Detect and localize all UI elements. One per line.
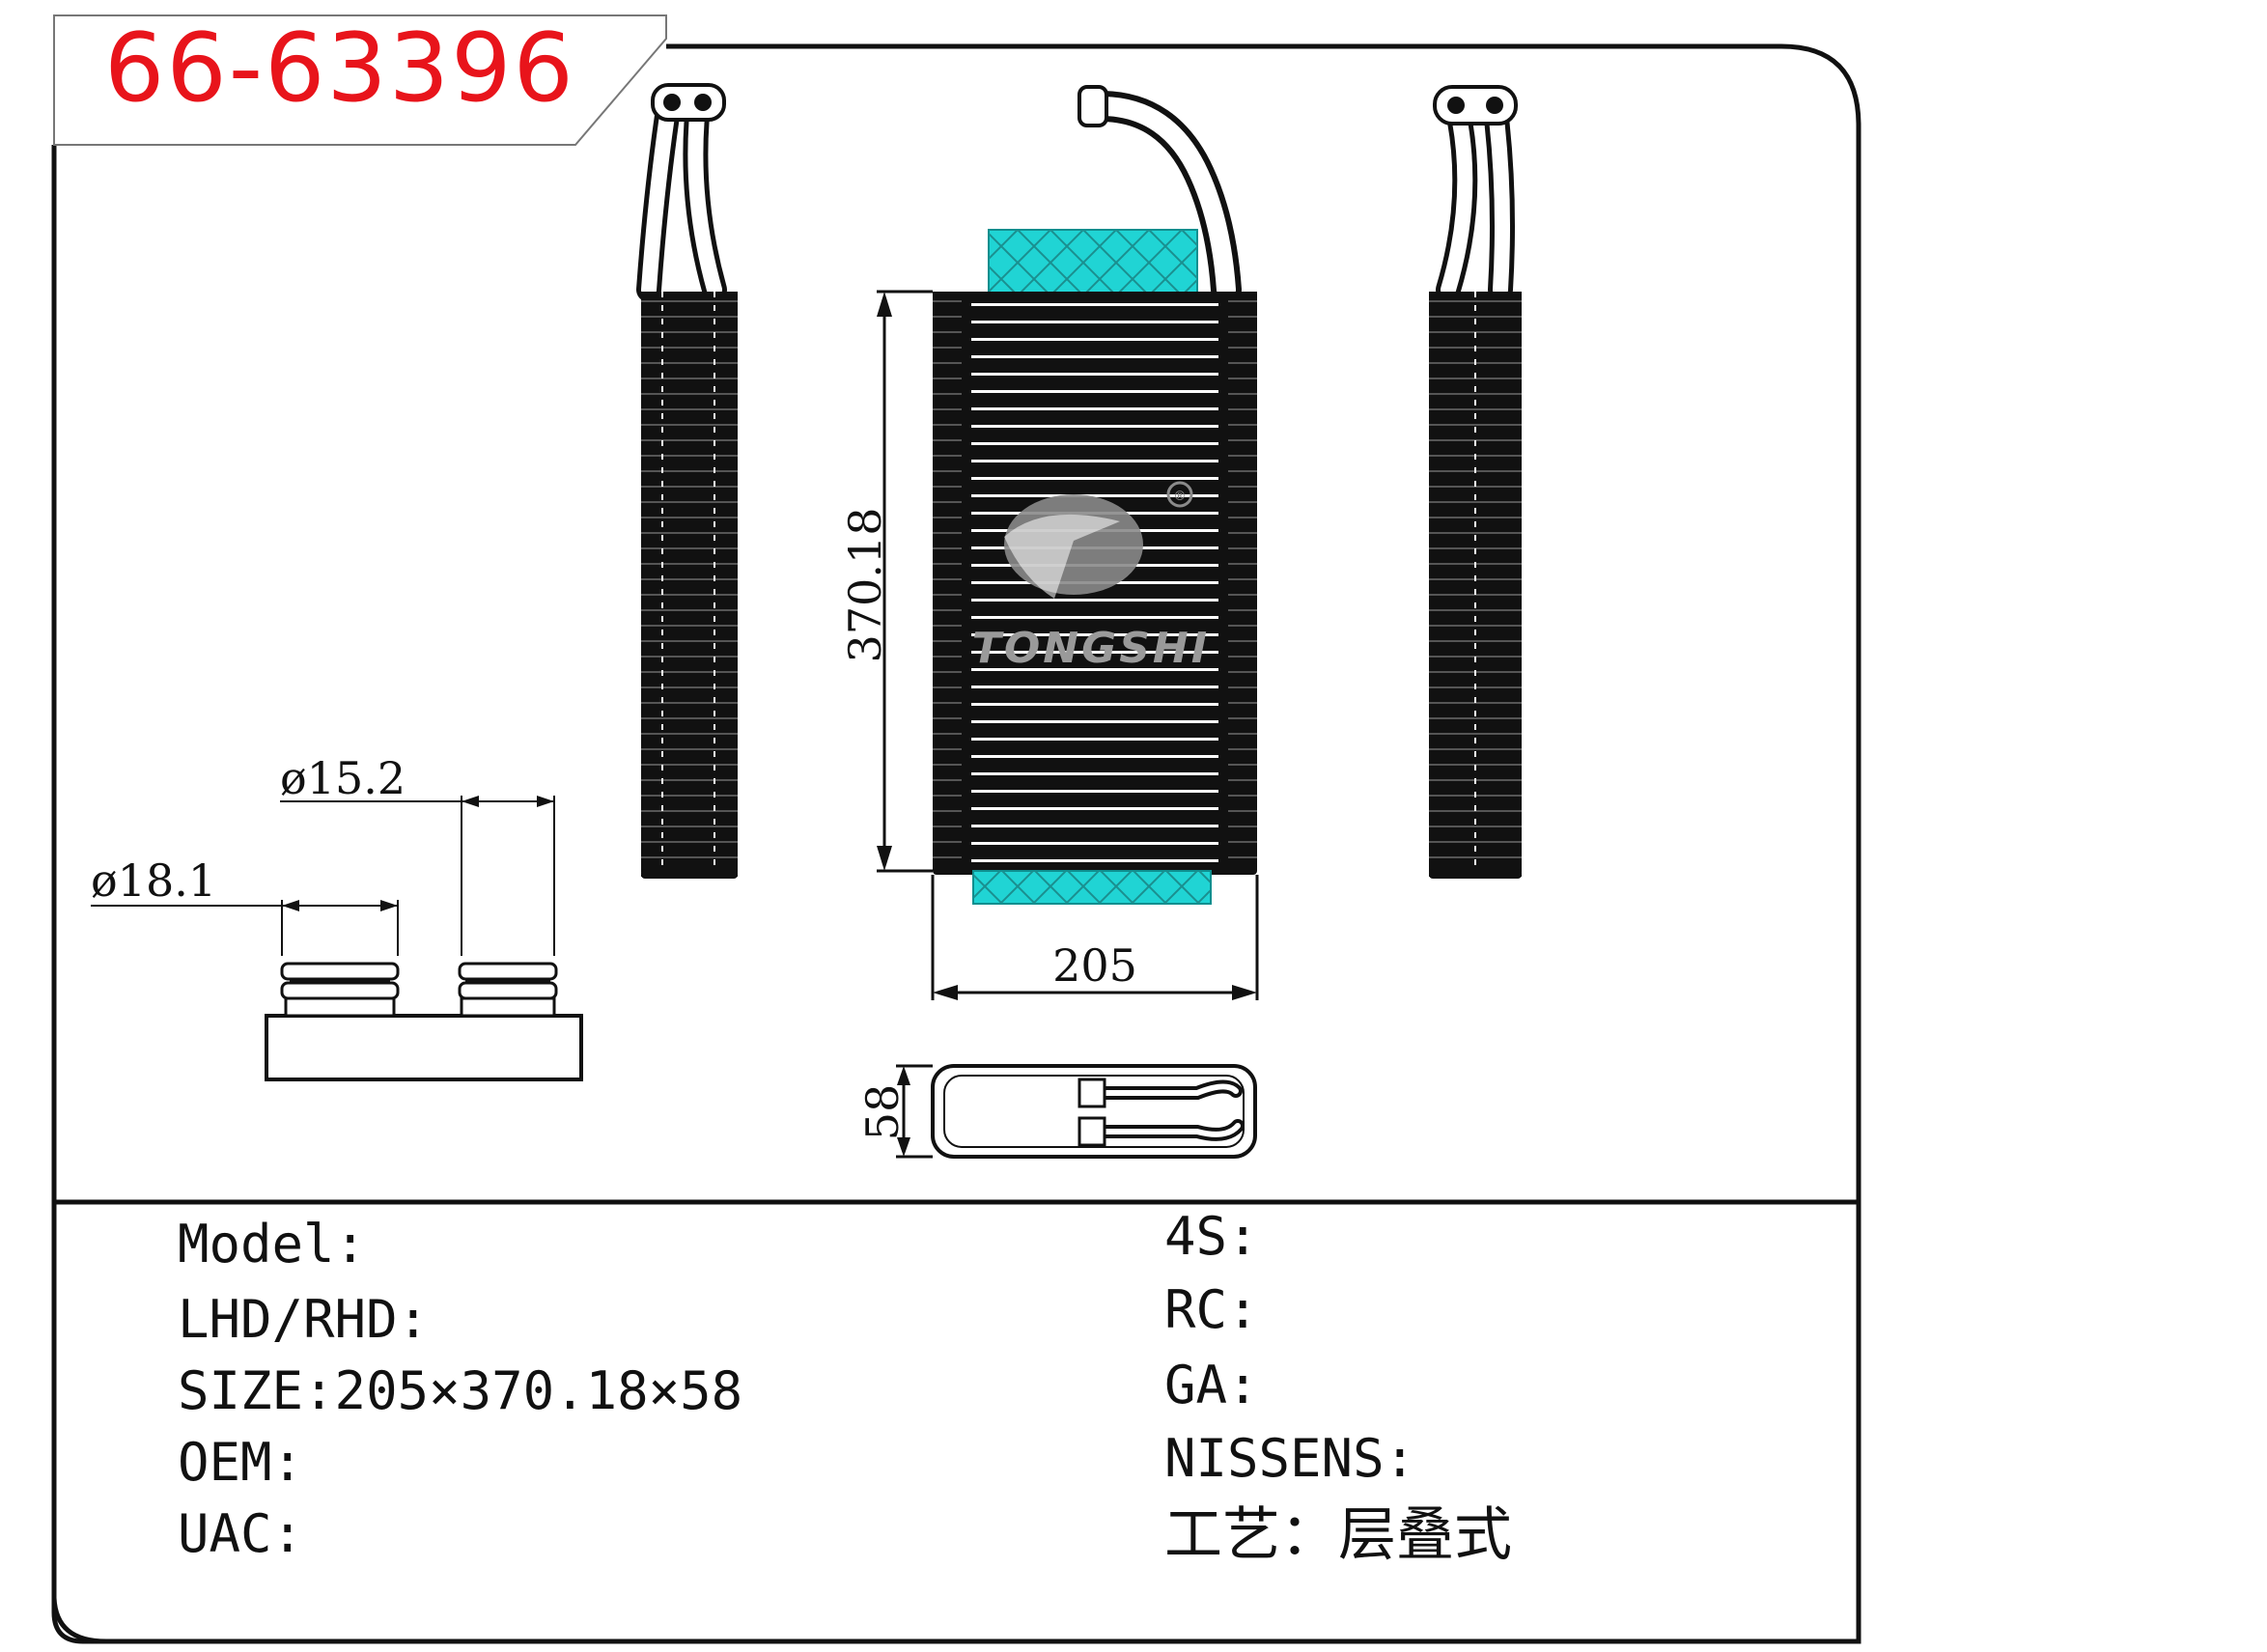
side-view-right bbox=[1429, 85, 1522, 879]
flange-detail: ø15.2 ø18.1 bbox=[91, 752, 583, 1081]
spec-4s: 4S: bbox=[1164, 1206, 1259, 1267]
top-view: 58 bbox=[856, 1064, 1257, 1159]
side-view-left bbox=[636, 83, 738, 879]
dim-depth-label: 58 bbox=[856, 1084, 909, 1141]
spec-rc: RC: bbox=[1164, 1279, 1259, 1340]
spec-size: SIZE:205×370.18×58 bbox=[178, 1360, 743, 1421]
dim-pipe-large-label: ø18.1 bbox=[91, 854, 216, 907]
registered-mark: ® bbox=[1175, 487, 1185, 505]
spec-model: Model: bbox=[178, 1214, 367, 1274]
frame-left-tail bbox=[51, 1597, 107, 1644]
brand-logo: ® TONGSHI bbox=[972, 481, 1210, 673]
part-number: 66-63396 bbox=[104, 14, 575, 124]
spec-lhd-rhd: LHD/RHD: bbox=[178, 1289, 430, 1350]
spec-process: 工艺：层叠式 bbox=[1164, 1501, 1512, 1569]
dim-height-label: 370.18 bbox=[839, 508, 891, 663]
outer-frame bbox=[51, 43, 1861, 1644]
spec-nissens: NISSENS: bbox=[1164, 1428, 1416, 1489]
spec-oem: OEM: bbox=[178, 1432, 304, 1493]
front-view: ® TONGSHI 370.18 205 bbox=[839, 85, 1259, 1000]
spec-uac: UAC: bbox=[178, 1503, 304, 1564]
brand-text: TONGSHI bbox=[972, 624, 1210, 673]
part-number-tab bbox=[53, 14, 667, 146]
dim-pipe-small-label: ø15.2 bbox=[280, 752, 406, 804]
spec-ga: GA: bbox=[1164, 1355, 1259, 1415]
dim-width-label: 205 bbox=[1052, 939, 1137, 992]
